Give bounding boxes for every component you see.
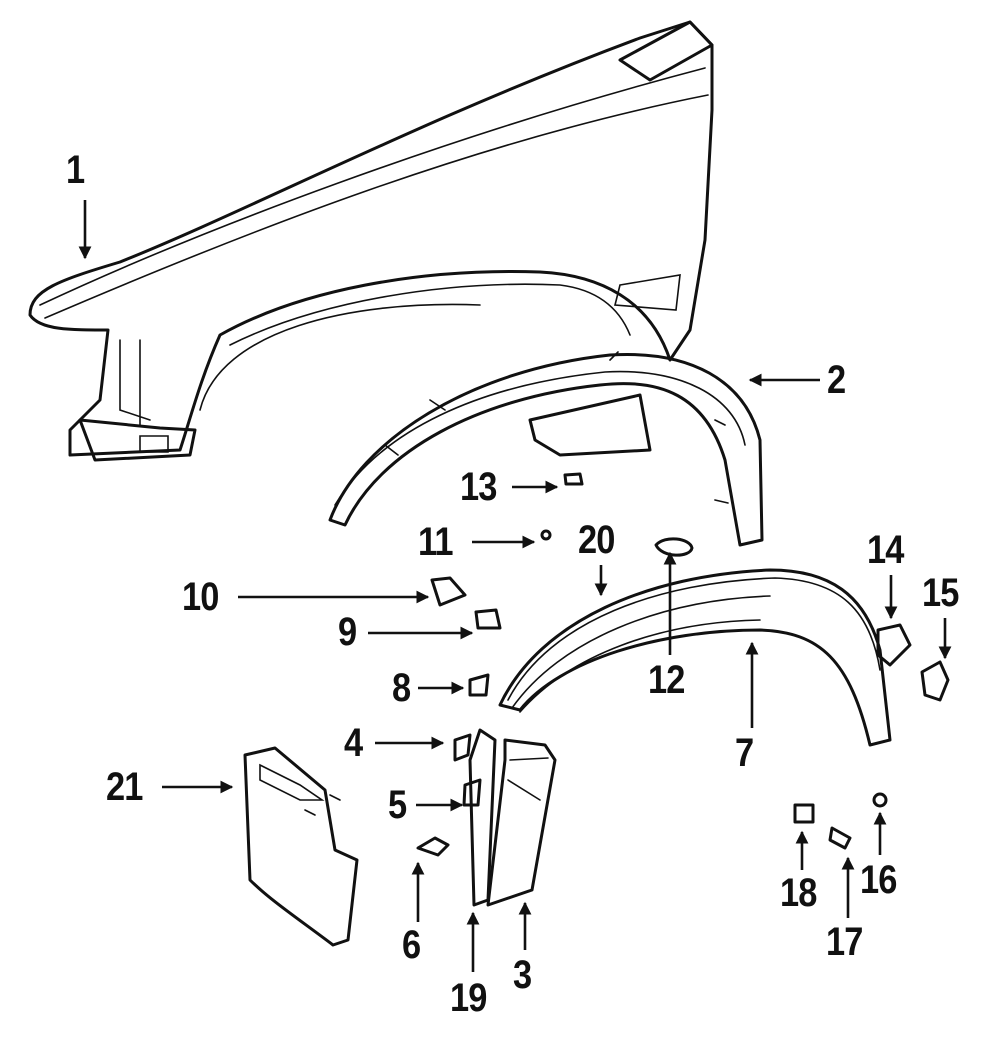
front-fender-part: [28, 20, 714, 462]
callout-2: 2: [827, 358, 846, 402]
brackets-14-15-group: [876, 623, 950, 702]
callout-14: 14: [867, 528, 904, 572]
seal-strip-part: [468, 728, 497, 907]
callout-4: 4: [344, 721, 363, 765]
callout-20: 20: [578, 518, 615, 562]
callout-10: 10: [182, 575, 219, 619]
callout-5: 5: [388, 783, 407, 827]
callout-21: 21: [106, 765, 143, 809]
callout-13: 13: [460, 465, 497, 509]
callout-7: 7: [735, 731, 754, 775]
lower-molding-part: [486, 738, 557, 907]
callout-9: 9: [338, 610, 357, 654]
callout-19: 19: [450, 976, 487, 1020]
callout-16: 16: [860, 858, 897, 902]
callout-11: 11: [418, 520, 454, 564]
fender-flare-part: [498, 568, 892, 747]
small-clips-group: [416, 472, 584, 857]
clip-12-part: [654, 537, 694, 557]
callout-18: 18: [780, 871, 817, 915]
fasteners-16-17-18-group: [793, 792, 888, 850]
callout-3: 3: [513, 953, 532, 997]
mud-flap-part: [243, 746, 359, 947]
leader-arrows: [78, 200, 952, 972]
wheel-arch-liner-part: [328, 351, 764, 547]
callout-15: 15: [922, 571, 959, 615]
callout-12: 12: [648, 658, 685, 702]
callout-6: 6: [402, 923, 421, 967]
callout-1: 1: [66, 148, 85, 192]
callout-8: 8: [392, 666, 411, 710]
callout-17: 17: [826, 920, 863, 964]
